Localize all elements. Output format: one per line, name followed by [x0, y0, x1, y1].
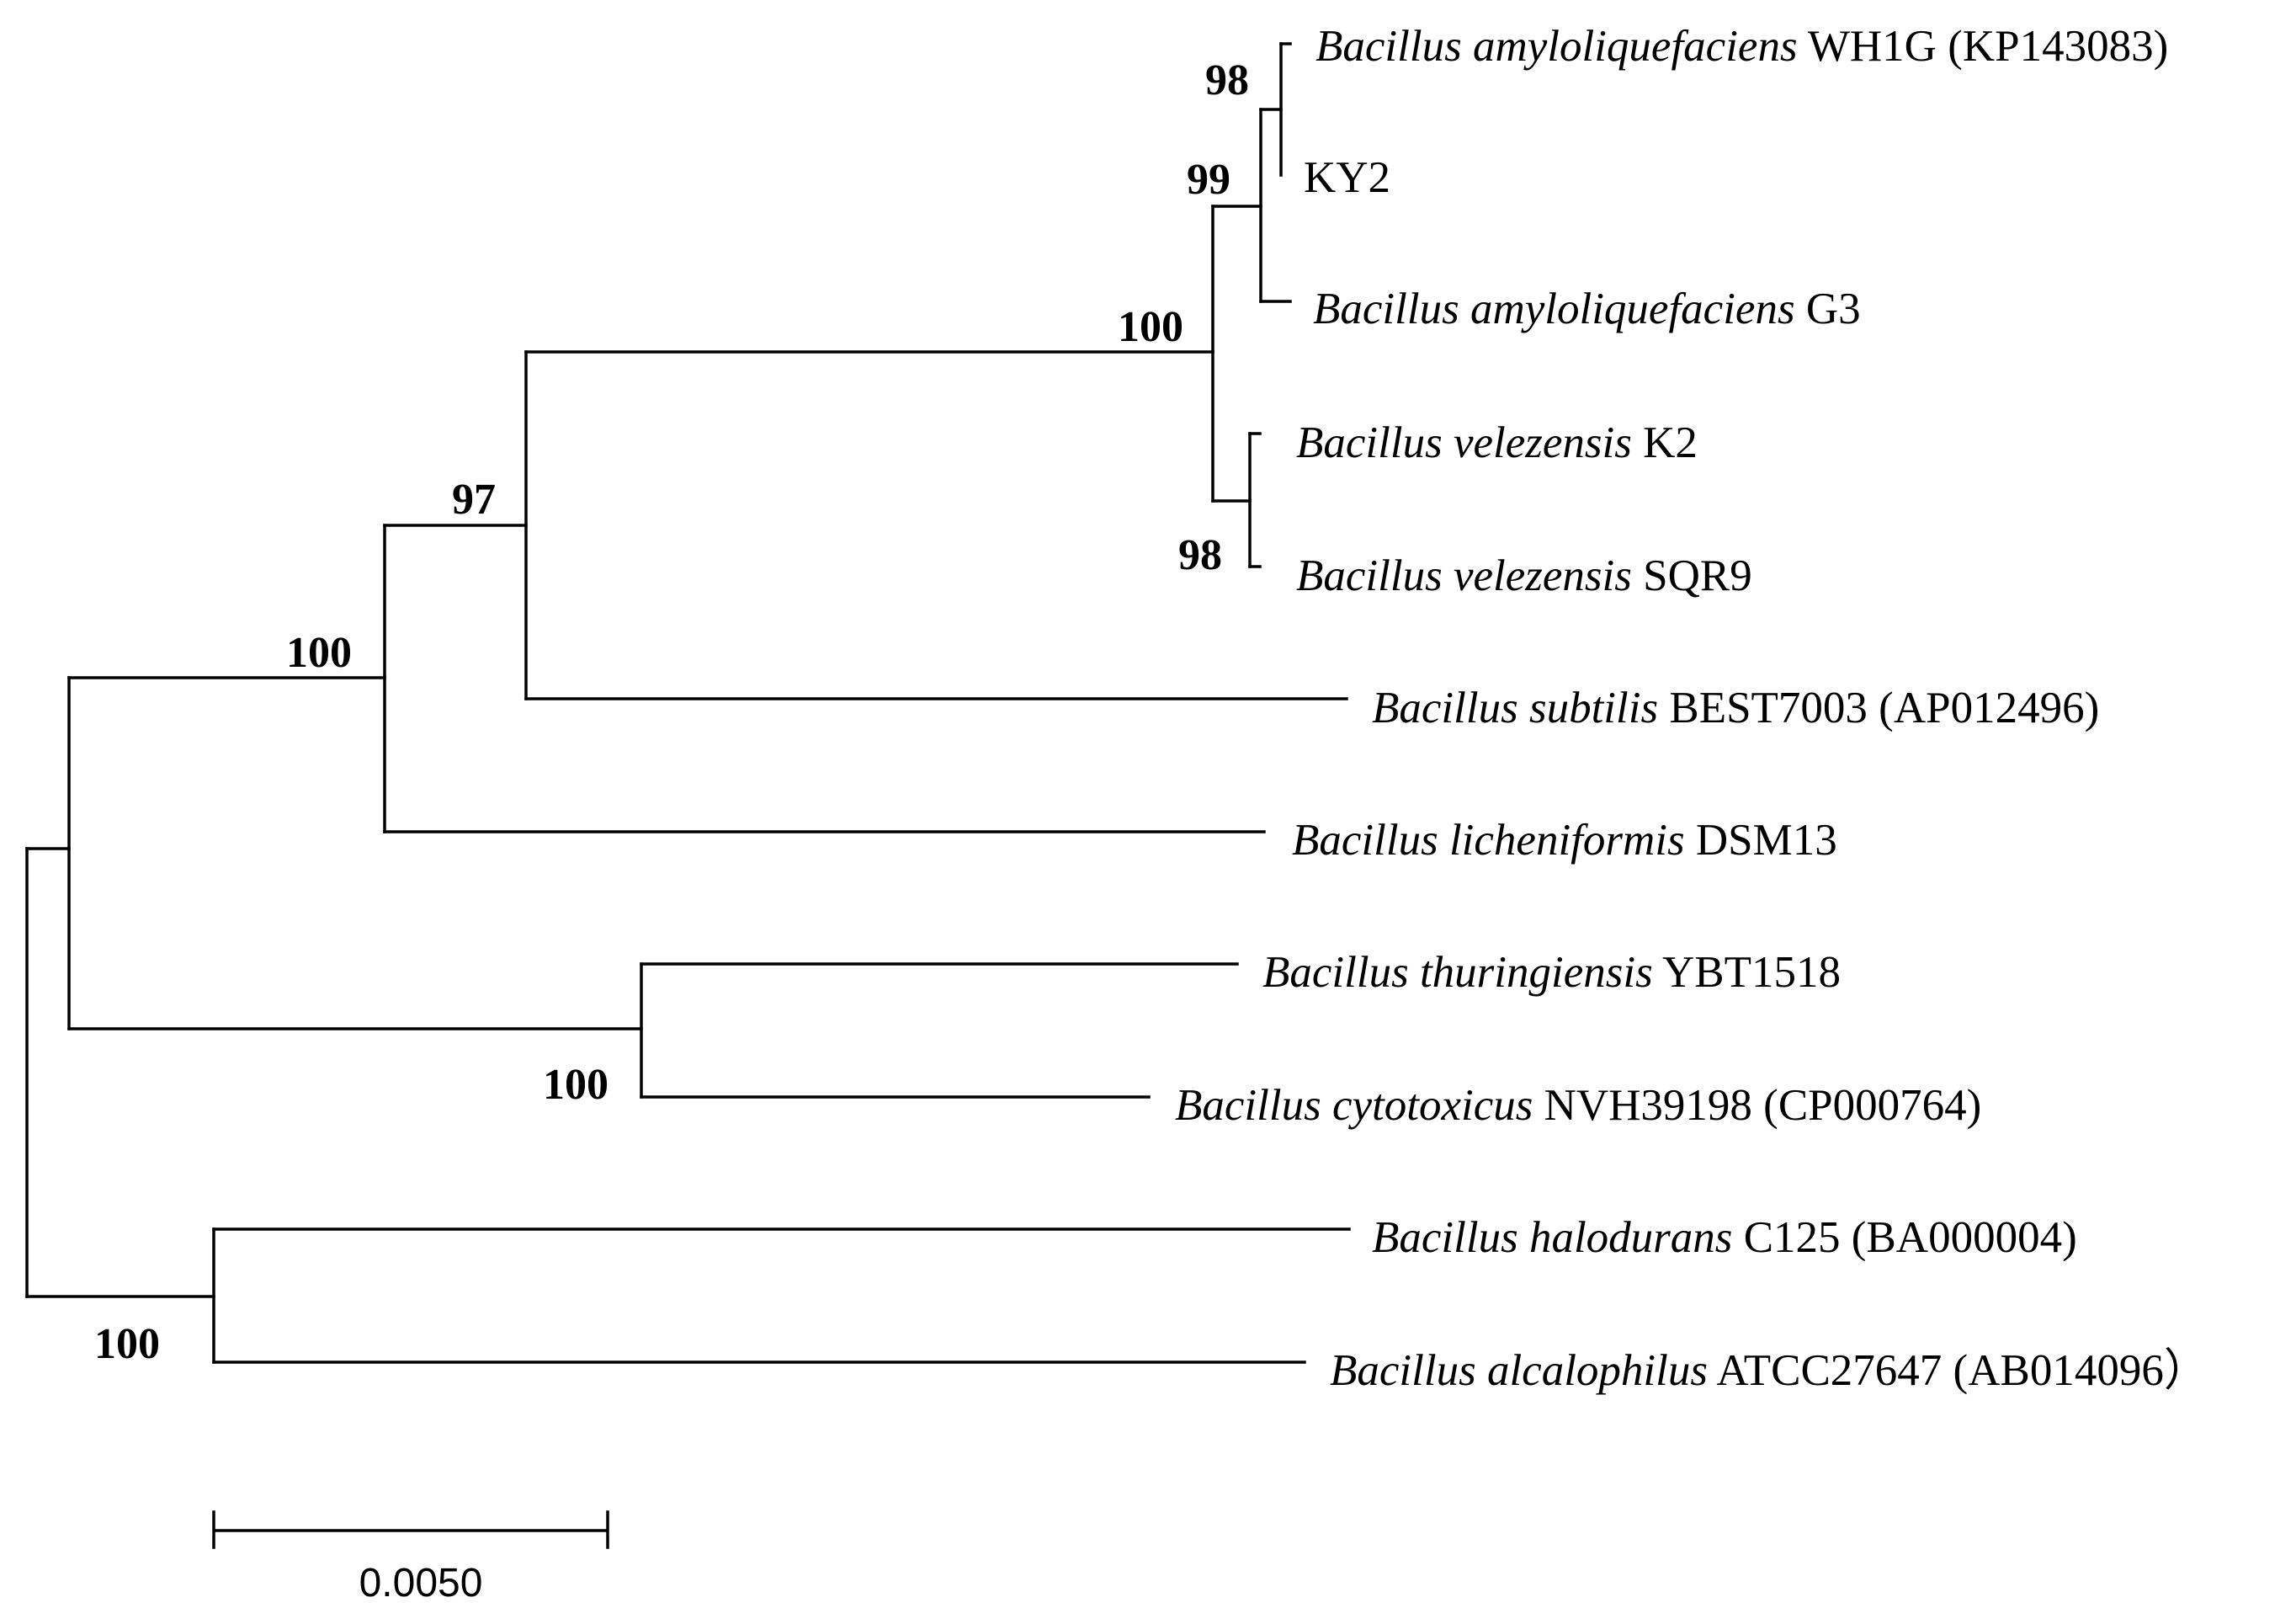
- taxon-label: Bacillus licheniformis DSM13: [1292, 816, 1837, 865]
- bootstrap-value: 97: [452, 476, 496, 524]
- bootstrap-value: 98: [1205, 56, 1249, 104]
- taxon-label: Bacillus cytotoxicus NVH39198 (CP000764): [1175, 1081, 1981, 1130]
- taxon-label: Bacillus alcalophilus ATCC27647 (AB01409…: [1330, 1346, 2208, 1395]
- scale-bar-line: [212, 1510, 609, 1549]
- taxon-label: Bacillus thuringiensis YBT1518: [1262, 948, 1841, 997]
- taxon-labels: Bacillus amyloliquefaciens WH1G (KP14308…: [1175, 22, 2208, 1395]
- tree-branches: [25, 42, 1351, 1364]
- scale-bar: 0.0050: [212, 1510, 609, 1605]
- bootstrap-values: 98 99 100 98 97 100 100 100: [94, 56, 1249, 1368]
- bootstrap-value: 100: [286, 629, 352, 677]
- taxon-label: KY2: [1304, 153, 1390, 202]
- taxon-label: Bacillus subtilis BEST7003 (AP012496): [1372, 684, 2099, 732]
- taxon-label: Bacillus velezensis SQR9: [1296, 551, 1752, 600]
- taxon-label: Bacillus halodurans C125 (BA000004): [1372, 1213, 2077, 1262]
- bootstrap-value: 100: [543, 1061, 609, 1109]
- bootstrap-value: 100: [1118, 303, 1183, 351]
- taxon-label: Bacillus amyloliquefaciens G3: [1313, 285, 1861, 333]
- taxon-label: Bacillus amyloliquefaciens WH1G (KP14308…: [1315, 22, 2168, 71]
- bootstrap-value: 100: [94, 1320, 160, 1368]
- scale-bar-label: 0.0050: [359, 1561, 483, 1605]
- bootstrap-value: 98: [1178, 531, 1222, 579]
- taxon-label: Bacillus velezensis K2: [1296, 418, 1698, 467]
- bootstrap-value: 99: [1187, 156, 1230, 204]
